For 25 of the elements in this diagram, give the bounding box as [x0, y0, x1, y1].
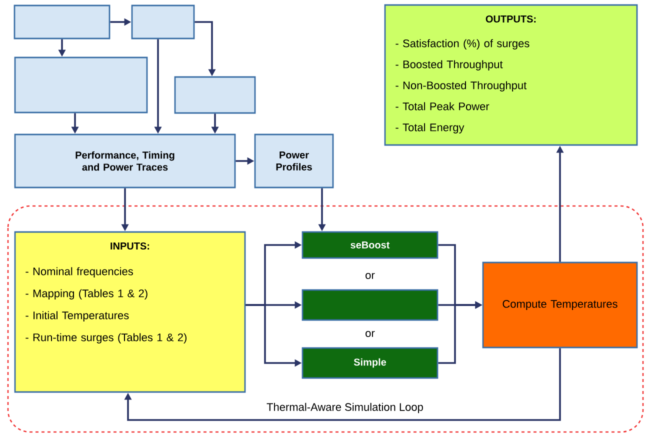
- panel-heading: OUTPUTS:: [486, 15, 536, 23]
- separator-text: or: [366, 273, 375, 280]
- list-item: - Run-time surges (Tables 1 & 2): [26, 333, 186, 344]
- list-item: - Satisfaction (%) of surges: [396, 39, 530, 50]
- simulator-box: Compute Temperatures: [482, 262, 638, 348]
- process-box: [14, 4, 110, 40]
- process-box: [174, 76, 256, 114]
- list-item: - Non-Boosted Throughput: [396, 81, 527, 92]
- separator-text: or: [366, 331, 375, 338]
- process-box: [131, 4, 195, 40]
- list-item: - Initial Temperatures: [26, 311, 129, 322]
- method-box: seBoost: [302, 231, 438, 259]
- arrow: [124, 348, 561, 421]
- method-box: Simple: [302, 347, 438, 379]
- process-box: Performance, Timing and Power Traces: [14, 134, 236, 188]
- list-item: - Total Energy: [396, 123, 464, 134]
- edge-label: Thermal-Aware Simulation Loop: [266, 402, 424, 414]
- method-box: [302, 289, 438, 321]
- list-item: - Mapping (Tables 1 & 2): [26, 289, 148, 300]
- panel-heading: INPUTS:: [110, 242, 150, 250]
- process-box: Power Profiles: [254, 134, 334, 188]
- list-item: - Boosted Throughput: [396, 60, 503, 70]
- list-item: - Total Peak Power: [396, 102, 490, 110]
- list-item: - Nominal frequencies: [26, 267, 133, 278]
- process-box: [14, 56, 148, 114]
